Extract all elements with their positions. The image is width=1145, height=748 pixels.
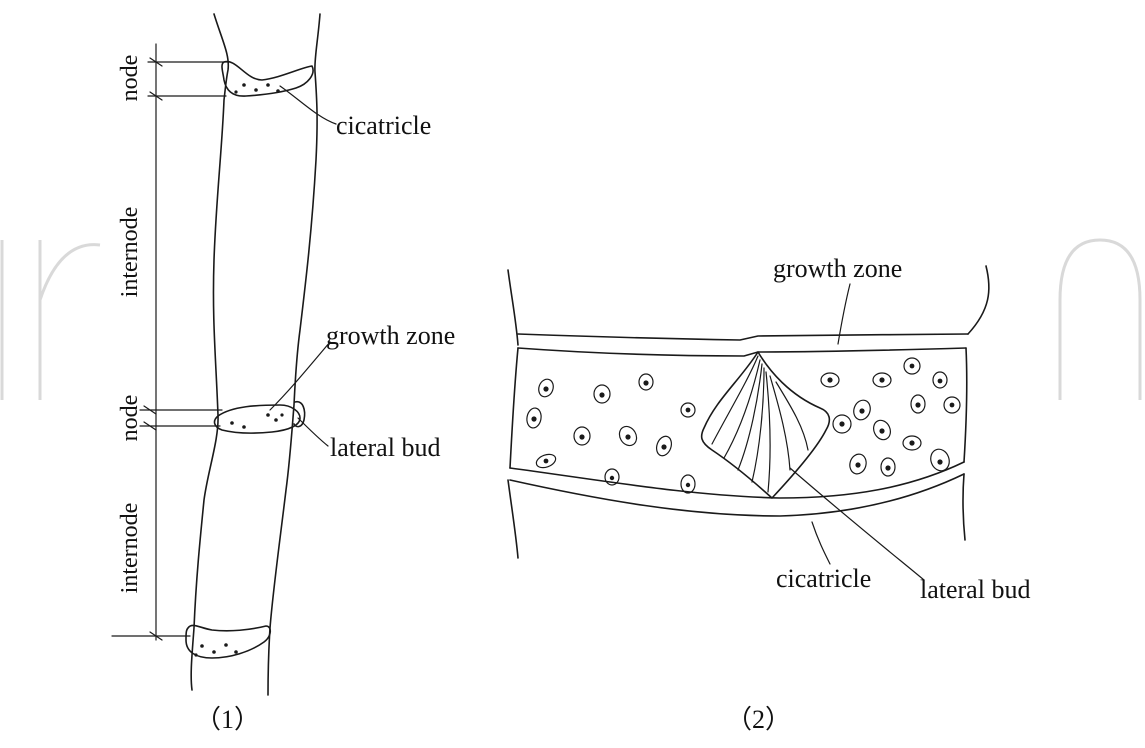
leader-cicatricle-left: [280, 86, 336, 124]
bamboo-stem-figure: node internode node internode cicatricle…: [112, 14, 455, 734]
label-node-top: node: [117, 55, 143, 102]
growth-zone-ring: [215, 405, 300, 433]
label-cicatricle-left: cicatricle: [336, 111, 431, 140]
leader-lateral-bud-left: [298, 418, 328, 446]
node-detail-figure: growth zone cicatricle lateral bud （2）: [508, 254, 1030, 734]
stem-left-outline-lower: [508, 480, 518, 558]
panel-label-right: （2）: [726, 705, 791, 734]
label-internode-lower: internode: [117, 503, 143, 594]
cicatricle-top-dots: [234, 83, 279, 93]
stem-left-edge: [191, 14, 228, 690]
scar-cells: [525, 374, 695, 493]
panel-label-left: （1）: [195, 705, 260, 734]
watermark: [2, 240, 1140, 400]
scar-cells-right: [821, 358, 960, 476]
stem-right-outline-lower: [963, 474, 965, 540]
cicatricle-bottom-dots: [194, 643, 237, 656]
leader-growth-zone-left: [270, 342, 330, 410]
band-right-edge: [964, 348, 967, 462]
label-growth-zone-left: growth zone: [326, 321, 455, 350]
stem-right-outline: [968, 266, 989, 334]
label-internode-upper: internode: [117, 207, 143, 298]
band-left-edge: [510, 348, 518, 468]
label-node-mid: node: [117, 395, 143, 442]
cicatricle-bottom: [186, 625, 270, 658]
growth-zone-dots: [230, 413, 283, 429]
lateral-bud-right: [702, 352, 830, 498]
growth-zone-band-upper: [518, 334, 968, 340]
leader-cicatricle-right: [812, 522, 830, 564]
label-lateral-bud-right: lateral bud: [920, 575, 1030, 604]
label-growth-zone-right: growth zone: [773, 254, 902, 283]
label-cicatricle-right: cicatricle: [776, 564, 871, 593]
stem-right-edge: [268, 14, 320, 695]
stem-left-outline: [508, 270, 518, 345]
cicatricle-band-lower: [510, 474, 964, 516]
label-lateral-bud-left: lateral bud: [330, 433, 440, 462]
growth-zone-band-lower: [518, 348, 966, 356]
